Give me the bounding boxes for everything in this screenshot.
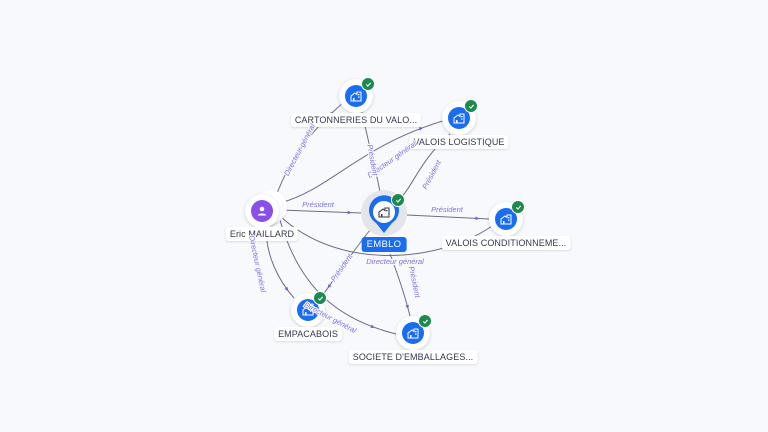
verified-check-icon — [511, 200, 525, 214]
edge-eric-emblo[interactable] — [279, 209, 362, 214]
verified-check-icon — [418, 314, 432, 328]
company-node-valois-logistique[interactable] — [442, 99, 478, 135]
edge-arrow-icon — [370, 324, 375, 328]
node-label: VALOIS LOGISTIQUE — [409, 135, 509, 149]
edge-arrow-icon — [284, 286, 289, 292]
building-icon — [453, 113, 465, 124]
person-icon — [251, 200, 273, 222]
center-node-emblo[interactable] — [367, 193, 405, 233]
company-node-cartonneries[interactable] — [339, 77, 375, 113]
edge-arrow-icon — [405, 304, 409, 310]
person-node-eric-maillard[interactable] — [245, 194, 279, 228]
building-icon — [378, 207, 390, 218]
edge-arrow-icon — [347, 210, 352, 215]
edge-arrow-icon — [418, 127, 424, 131]
building-icon — [500, 214, 512, 225]
building-icon — [302, 305, 314, 316]
verified-check-icon — [361, 77, 375, 91]
edge-arrow-icon — [327, 284, 332, 289]
center-node-label: EMBLO — [361, 237, 407, 252]
node-label: EMPACABOIS — [274, 327, 342, 341]
node-label: SOCIETE D'EMBALLAGES... — [348, 350, 478, 364]
verified-check-icon — [391, 193, 405, 207]
company-node-societe-emballages[interactable] — [396, 314, 432, 350]
node-label: VALOIS CONDITIONNEME... — [441, 236, 571, 250]
edge-emblo-societe[interactable] — [389, 253, 411, 317]
building-icon — [407, 328, 419, 339]
verified-check-icon — [464, 99, 478, 113]
edge-arrow-icon — [475, 216, 480, 221]
node-label: Eric MAILLARD — [225, 227, 299, 241]
company-node-empacabois[interactable] — [291, 291, 327, 327]
building-icon — [350, 91, 362, 102]
edge-eric-valois-logistique[interactable] — [279, 119, 447, 204]
verified-check-icon — [313, 291, 327, 305]
company-node-valois-conditionnement[interactable] — [489, 200, 525, 236]
edge-emblo-valois-conditionnement[interactable] — [406, 214, 490, 220]
node-label: CARTONNERIES DU VALO... — [290, 113, 422, 127]
